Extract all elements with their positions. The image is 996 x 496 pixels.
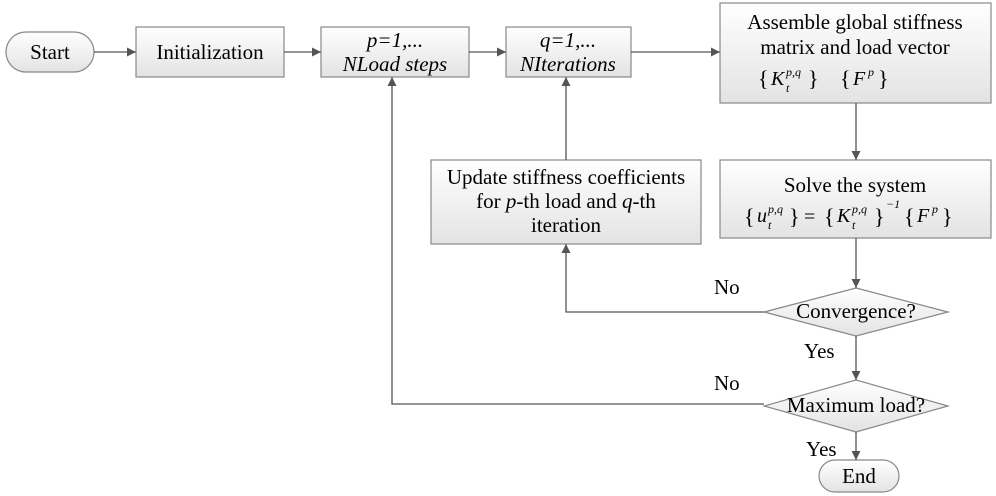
assemble-line1: Assemble global stiffness [747, 10, 962, 34]
max-load-no-label: No [714, 371, 740, 395]
load-superscript: p [931, 202, 938, 216]
assemble-box [719, 2, 992, 104]
edge-convergence-no-update [561, 244, 764, 313]
update-line2-p: p [504, 189, 517, 213]
load-loop-line1: p=1,... [365, 28, 423, 52]
solve-formula: { u p,q t } = { K p,q t } −1 { F p } [744, 197, 953, 232]
brace-close: } [942, 204, 953, 229]
start-label: Start [30, 40, 70, 64]
edge-maxload-no-load [387, 77, 764, 405]
brace-close: } [874, 204, 885, 229]
iteration-loop-line2: NIterations [519, 52, 616, 76]
end-label: End [842, 464, 876, 488]
iteration-loop-line1: q=1,... [540, 28, 596, 52]
load-loop-box [320, 26, 470, 78]
equals-sign: = [804, 206, 815, 228]
update-line1: Update stiffness coefficients [447, 165, 685, 189]
stiffness-symbol: K [770, 68, 786, 90]
brace-open: { [840, 66, 851, 91]
brace-close: } [808, 66, 819, 91]
convergence-label: Convergence? [796, 299, 916, 323]
convergence-no-label: No [714, 275, 740, 299]
brace-close: } [878, 66, 889, 91]
load-symbol: F [852, 68, 866, 90]
assemble-line2: matrix and load vector [760, 35, 950, 59]
displacement-symbol: u [757, 205, 767, 227]
update-line3: iteration [531, 213, 601, 237]
brace-open: { [758, 66, 769, 91]
inverse-exponent: −1 [886, 197, 900, 211]
update-line2-post: -th [632, 189, 656, 213]
load-superscript: p [867, 65, 874, 79]
update-line2-q: q [622, 189, 633, 213]
stiffness-superscript: p,q [785, 65, 801, 79]
stiffness-subscript: t [786, 81, 790, 95]
load-loop-line2: NLoad steps [342, 52, 447, 76]
brace-open: { [904, 204, 915, 229]
initialization-label: Initialization [156, 40, 264, 64]
assemble-formula: { K p,q t } { F p } [758, 65, 889, 95]
solve-line1: Solve the system [784, 173, 926, 197]
update-line2-pre: for [476, 189, 506, 213]
max-load-yes-label: Yes [806, 437, 837, 461]
update-line2-mid: -th load and [516, 189, 622, 213]
initialization-box [135, 26, 285, 78]
end-terminal [818, 459, 900, 493]
displacement-subscript: t [768, 218, 772, 232]
brace-close: } [789, 204, 800, 229]
stiffness-superscript: p,q [851, 202, 867, 216]
update-line2: for p-th load and q-th [476, 189, 656, 213]
brace-open: { [744, 204, 755, 229]
stiffness-symbol: K [836, 205, 852, 227]
displacement-superscript: p,q [767, 202, 783, 216]
brace-open: { [824, 204, 835, 229]
convergence-yes-label: Yes [804, 339, 835, 363]
stiffness-subscript: t [852, 218, 856, 232]
load-symbol: F [916, 205, 930, 227]
max-load-label: Maximum load? [787, 393, 925, 417]
iteration-loop-box [505, 26, 632, 78]
